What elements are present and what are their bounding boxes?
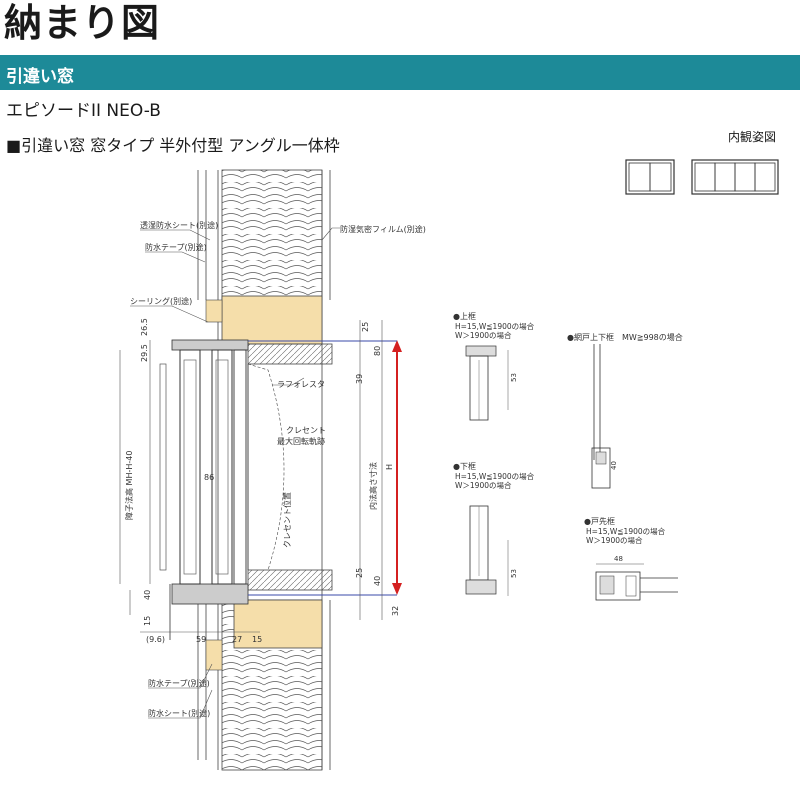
label-vapor-film: 防湿気密フィルム(別途) <box>340 224 426 234</box>
category-label: 引違い窓 <box>6 67 74 87</box>
dim-59: 59 <box>196 635 206 644</box>
detail-top-cond1: H=15,W≦1900の場合 <box>455 321 535 331</box>
dim-40-bottom: 40 <box>373 576 382 586</box>
label-sealing: シーリング(別途) <box>130 296 192 306</box>
dim-80: 80 <box>373 346 382 356</box>
label-crescent: クレセント <box>286 426 326 435</box>
detail-top-cond2: W＞1900の場合 <box>455 330 512 340</box>
detail-screen-frame: ●網戸上下框 MW≧998の場合 40 <box>567 332 683 489</box>
dim-86: 86 <box>204 473 214 482</box>
leader-lines <box>130 227 340 719</box>
label-breathable-sheet: 透湿防水シート(別途) <box>140 220 218 230</box>
crescent-trajectory <box>247 363 285 571</box>
detail-bottom-cond2: W＞1900の場合 <box>455 480 512 490</box>
category-band: 引違い窓 <box>0 55 800 90</box>
detail-side-frame: ●戸先框 H=15,W≦1900の場合 W＞1900の場合 48 <box>584 516 678 601</box>
detail-side-title: ●戸先框 <box>584 516 615 526</box>
dim-32: 32 <box>391 606 400 616</box>
dim-25-bottom: 25 <box>355 568 364 578</box>
label-sash-height: 障子法高 MH-H-40 <box>124 451 134 520</box>
label-opening: 内法高さ寸法 <box>368 462 378 510</box>
detail-side-dim: 48 <box>614 555 623 563</box>
product-name: エピソードII NEO-B <box>6 101 161 121</box>
dim-9-6: (9.6) <box>146 635 165 644</box>
detail-side-cond1: H=15,W≦1900の場合 <box>586 526 666 536</box>
detail-bottom-dim: 53 <box>510 569 518 578</box>
detail-side-cond2: W＞1900の場合 <box>586 535 643 545</box>
wall-section <box>197 169 333 771</box>
dim-26-5: 26.5 <box>140 318 149 336</box>
dim-H: H <box>385 464 394 470</box>
detail-bottom-frame: ●下框 H=15,W≦1900の場合 W＞1900の場合 53 <box>453 461 535 596</box>
label-crescent-pos: クレセント位置 <box>282 492 292 548</box>
detail-top-dim: 53 <box>510 373 518 382</box>
dim-40-left: 40 <box>143 590 152 600</box>
dim-25-top: 25 <box>361 322 370 332</box>
detail-screen-dim: 40 <box>610 461 618 470</box>
dimension-lines <box>119 320 383 633</box>
detail-screen-title: ●網戸上下框 MW≧998の場合 <box>567 332 683 342</box>
dim-15: 15 <box>143 616 152 626</box>
dim-39: 39 <box>355 374 364 384</box>
label-lath: ラフォレスタ <box>277 380 325 389</box>
elevation-4-pane <box>691 159 779 195</box>
label-sheet-bottom: 防水シート(別途) <box>148 708 210 718</box>
detail-bottom-title: ●下框 <box>453 461 476 471</box>
dim-27: 27 <box>232 635 242 644</box>
detail-top-title: ●上框 <box>453 311 476 321</box>
page-title: 納まり図 <box>4 1 161 45</box>
diagram-subtitle: ■引違い窓 窓タイプ 半外付型 アングル一体枠 <box>6 136 340 155</box>
dim-29-5: 29.5 <box>140 344 149 362</box>
opening-dimension <box>248 340 402 596</box>
detail-bottom-cond1: H=15,W≦1900の場合 <box>455 471 535 481</box>
elevation-2-pane <box>625 159 675 195</box>
window-section <box>159 339 249 640</box>
label-crescent-max: 最大回転軌跡 <box>277 436 325 446</box>
label-tape-top: 防水テープ(別途) <box>145 242 207 252</box>
label-tape-bottom: 防水テープ(別途) <box>148 678 210 688</box>
dim-15b: 15 <box>252 635 262 644</box>
detail-top-frame: ●上框 H=15,W≦1900の場合 W＞1900の場合 53 <box>453 311 535 421</box>
interior-view-label: 内観姿図 <box>728 130 777 144</box>
